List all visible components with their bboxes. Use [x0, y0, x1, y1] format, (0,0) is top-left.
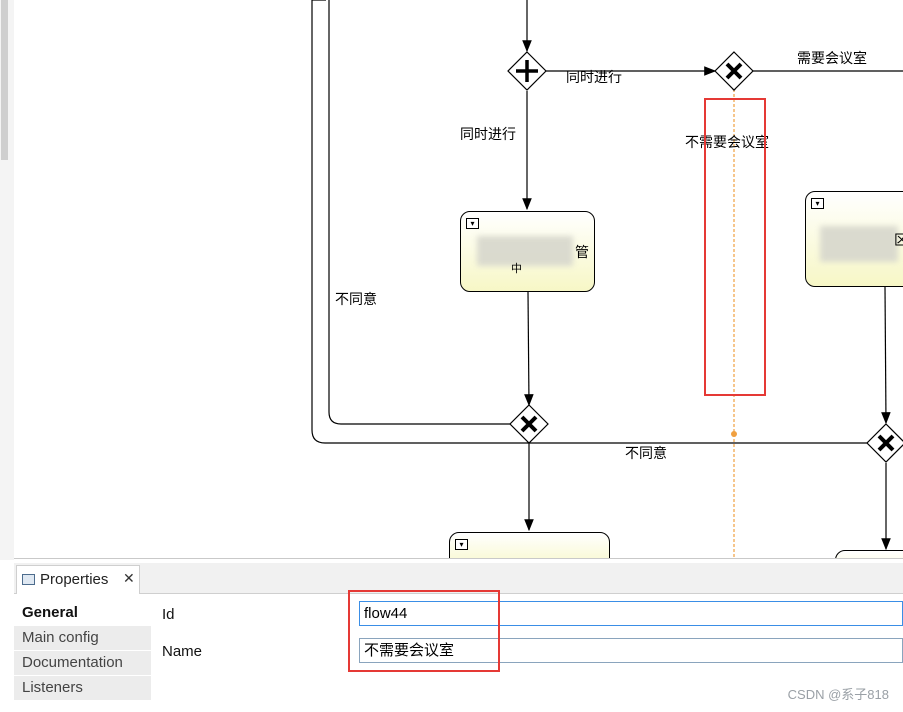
exclusive-gateway-room[interactable] [714, 51, 754, 91]
properties-tabbar: Properties ✕ [14, 563, 903, 594]
user-task-icon: ▾ [466, 218, 479, 229]
properties-side-tabs: General Main config Documentation Listen… [14, 601, 151, 701]
process-diagram[interactable]: 同时进行 需要会议室 同时进行 不需要会议室 不同意 不同意 [14, 0, 903, 558]
task-name-fragment: 管 [575, 244, 589, 260]
blurred-task-name [820, 226, 898, 262]
label-parallel-down: 同时进行 [460, 126, 516, 142]
name-label: Name [162, 643, 203, 660]
side-tab-main-config[interactable]: Main config [14, 626, 151, 651]
name-field[interactable]: 不需要会议室 [359, 638, 903, 663]
tab-properties-label: Properties [40, 571, 109, 588]
highlight-selected-flow [704, 98, 766, 396]
label-need-room: 需要会议室 [797, 50, 867, 66]
watermark: CSDN @系子818 [787, 687, 889, 702]
parallel-gateway[interactable] [507, 51, 547, 91]
left-scrollbar[interactable] [0, 0, 15, 560]
user-task-left[interactable]: ▾ 管 中 [460, 211, 595, 292]
flow-right-task-down[interactable] [881, 286, 891, 425]
label-disagree-bottom: 不同意 [625, 445, 667, 461]
side-tab-documentation[interactable]: Documentation [14, 651, 151, 676]
flow-disagree-inner[interactable] [328, 0, 511, 425]
id-label: Id [162, 606, 175, 623]
properties-panel: Properties ✕ General Main config Documen… [14, 558, 903, 712]
label-no-room: 不需要会议室 [685, 134, 769, 150]
side-tab-listeners[interactable]: Listeners [14, 676, 151, 701]
side-tab-general[interactable]: General [14, 601, 151, 626]
diagram-canvas[interactable]: 同时进行 需要会议室 同时进行 不需要会议室 不同意 不同意 ▾ 管 中 ▾ 区… [14, 0, 903, 558]
user-task-right[interactable]: ▾ 区 [805, 191, 903, 287]
task-name-fragment: 中 [511, 263, 522, 275]
user-task-bottom[interactable]: ▾ [449, 532, 610, 558]
exclusive-gateway-join[interactable] [509, 404, 549, 444]
highlight-fields [348, 590, 500, 672]
flow-task-to-join[interactable] [524, 291, 534, 407]
blurred-task-name [477, 236, 573, 266]
user-task-icon: ▾ [455, 539, 468, 550]
close-icon[interactable]: ✕ [123, 570, 135, 586]
user-task-bottom-right[interactable] [835, 550, 903, 558]
exclusive-gateway-right[interactable] [866, 423, 903, 463]
id-field[interactable]: flow44 [359, 601, 903, 626]
flow-waypoint-handle[interactable] [731, 431, 737, 437]
flow-disagree-outer[interactable] [311, 0, 872, 444]
label-parallel-right: 同时进行 [566, 69, 622, 85]
label-disagree-left: 不同意 [335, 291, 377, 307]
scrollbar-thumb[interactable] [1, 0, 8, 160]
tab-properties[interactable]: Properties ✕ [16, 565, 140, 594]
user-task-icon: ▾ [811, 198, 824, 209]
properties-icon [22, 574, 35, 585]
task-name-fragment: 区 [894, 232, 903, 248]
